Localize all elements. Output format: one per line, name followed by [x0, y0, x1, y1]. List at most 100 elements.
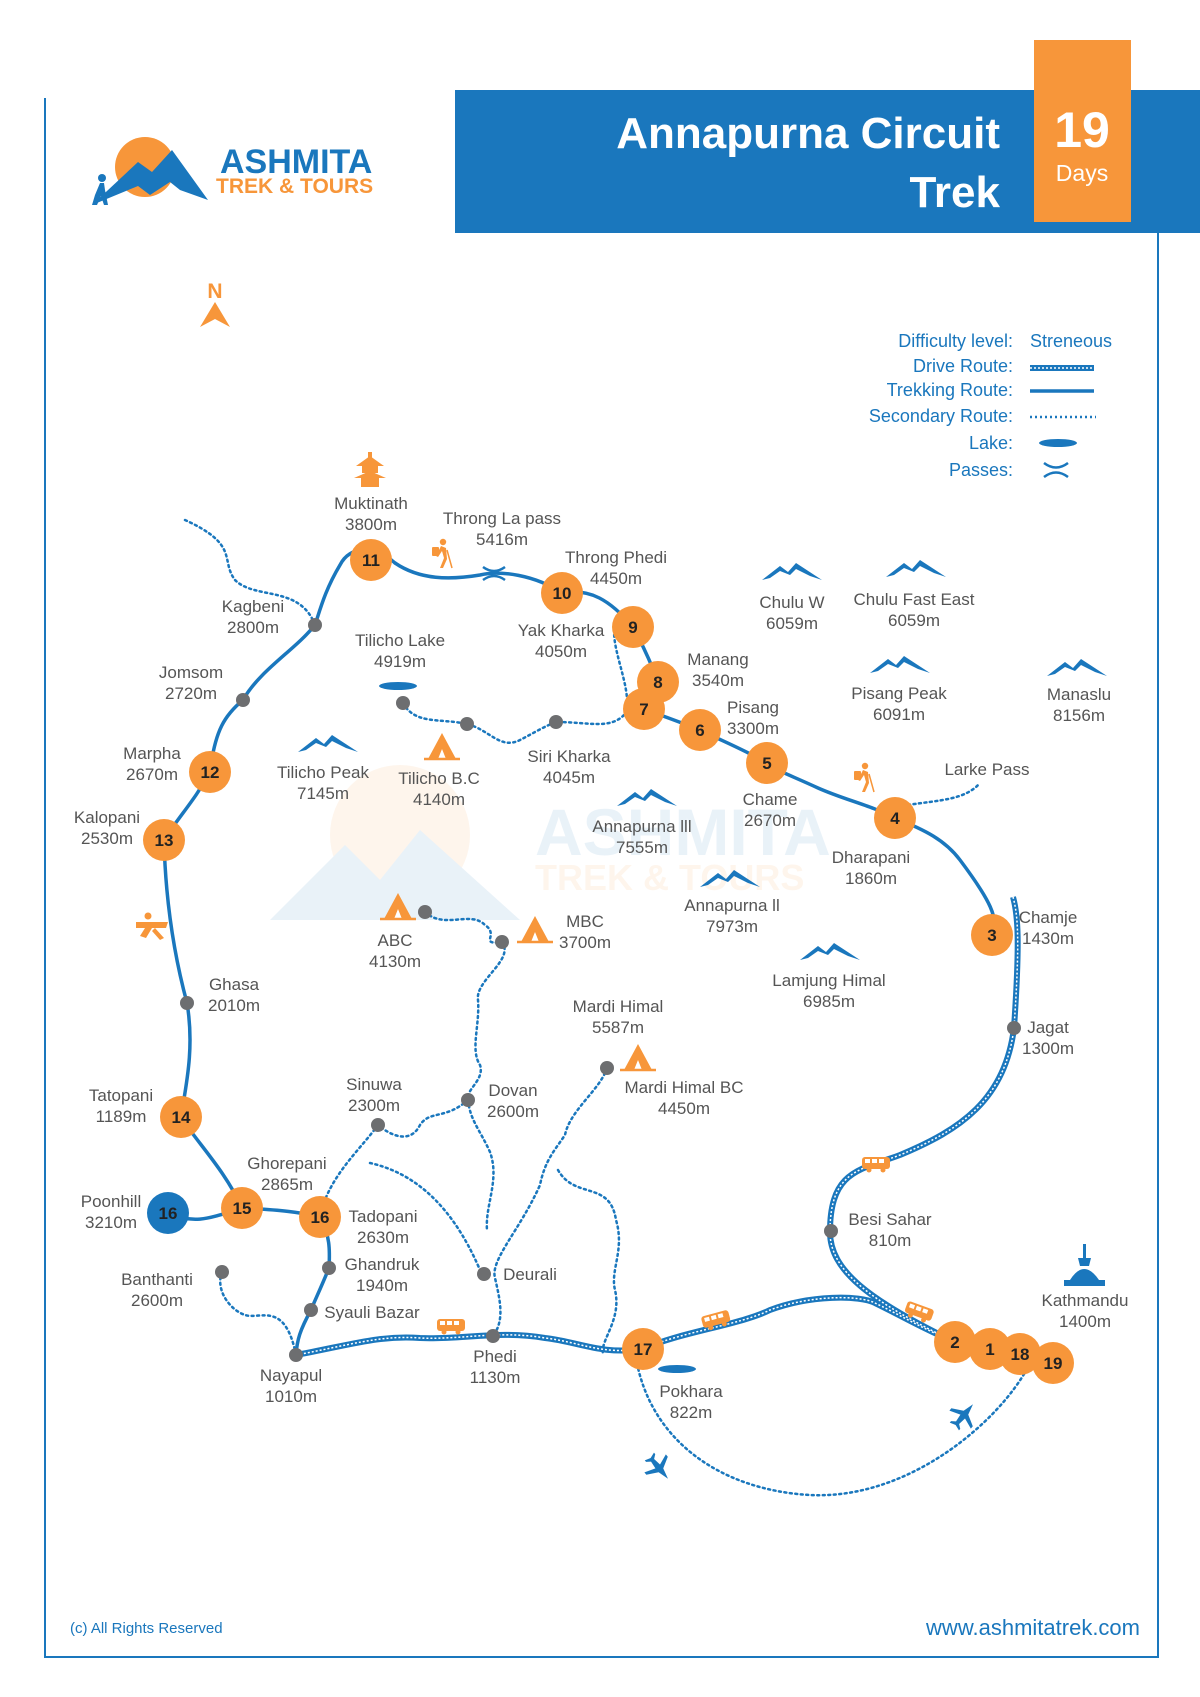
svg-text:1010m: 1010m: [265, 1387, 317, 1406]
map-icons: [136, 452, 1105, 1488]
svg-text:5587m: 5587m: [592, 1018, 644, 1037]
svg-text:13: 13: [155, 831, 174, 850]
stop-marker: 9: [612, 606, 654, 648]
stop-marker: 16: [147, 1192, 189, 1234]
tent-tilicho-bc-icon: [422, 731, 462, 761]
waypoint-nayapul: [289, 1348, 303, 1362]
place-label-kalopani: Kalopani 2530m: [74, 808, 140, 848]
svg-text:Jagat: Jagat: [1027, 1018, 1069, 1037]
place-label-larke-pass: Larke Pass: [944, 760, 1029, 779]
svg-text:2630m: 2630m: [357, 1228, 409, 1247]
svg-text:810m: 810m: [869, 1231, 912, 1250]
svg-text:8: 8: [653, 673, 662, 692]
svg-text:5: 5: [762, 754, 771, 773]
svg-text:Jomsom: Jomsom: [159, 663, 223, 682]
svg-text:2670m: 2670m: [744, 811, 796, 830]
stop-marker: 14: [160, 1096, 202, 1138]
svg-text:2300m: 2300m: [348, 1096, 400, 1115]
svg-text:Ghorepani: Ghorepani: [247, 1154, 326, 1173]
svg-text:1430m: 1430m: [1022, 929, 1074, 948]
svg-text:2600m: 2600m: [131, 1291, 183, 1310]
waypoint-ghandruk: [322, 1261, 336, 1275]
walker-icon: [136, 912, 168, 940]
svg-text:11: 11: [362, 551, 380, 570]
watermark-name: ASHMITA: [535, 795, 831, 869]
peak-manaslu-icon: [1047, 659, 1107, 676]
website-link[interactable]: www.ashmitatrek.com: [925, 1615, 1140, 1640]
svg-text:6985m: 6985m: [803, 992, 855, 1011]
svg-text:4130m: 4130m: [369, 952, 421, 971]
watermark: ASHMITA TREK & TOURS: [270, 765, 831, 920]
stupa-icon: [1064, 1244, 1105, 1286]
peak-chulu-fast-east-icon: [886, 560, 946, 577]
svg-text:6: 6: [695, 721, 704, 740]
svg-text:Dharapani: Dharapani: [832, 848, 910, 867]
svg-text:Ghandruk: Ghandruk: [345, 1255, 420, 1274]
stop-marker: 19: [1032, 1342, 1074, 1384]
svg-text:9: 9: [628, 618, 637, 637]
waypoint-jagat: [1007, 1021, 1021, 1035]
svg-text:2800m: 2800m: [227, 618, 279, 637]
stop-marker: 18: [999, 1333, 1041, 1375]
svg-text:5416m: 5416m: [476, 530, 528, 549]
plane-arrival-icon: [638, 1447, 679, 1488]
svg-text:1130m: 1130m: [470, 1368, 521, 1387]
stop-marker: 4: [874, 797, 916, 839]
drive-routes: [295, 896, 1021, 1358]
svg-text:Annapurna ll: Annapurna ll: [684, 896, 779, 915]
svg-text:Throng La pass: Throng La pass: [443, 509, 561, 528]
logo-mark-icon: [92, 137, 208, 205]
svg-text:1940m: 1940m: [356, 1276, 408, 1295]
north-arrow-icon: [200, 302, 230, 327]
svg-text:2865m: 2865m: [261, 1175, 313, 1194]
title-line1: Annapurna Circuit: [616, 109, 1000, 158]
svg-text:ABC: ABC: [378, 931, 413, 950]
svg-text:16: 16: [159, 1204, 178, 1223]
stop-marker: 16: [299, 1196, 341, 1238]
tilicho-lake-icon: [379, 682, 417, 690]
waypoint-sinuwa: [371, 1118, 385, 1132]
stop-markers: 11 10 9 8 7 6 5 4 3 12 13 14 15 16 16 17…: [143, 539, 1074, 1384]
legend-secondary-route: Secondary Route:: [869, 406, 1013, 426]
svg-text:Muktinath: Muktinath: [334, 494, 408, 513]
legend-drive-route: Drive Route:: [913, 356, 1013, 376]
svg-text:12: 12: [201, 763, 220, 782]
stop-marker: 10: [541, 572, 583, 614]
waypoint-tilicho-lake: [396, 696, 410, 710]
svg-text:4450m: 4450m: [658, 1099, 710, 1118]
svg-text:Kagbeni: Kagbeni: [222, 597, 284, 616]
days-number: 19: [1054, 102, 1110, 158]
svg-text:Poonhill: Poonhill: [81, 1192, 142, 1211]
place-label-phedi: Phedi 1130m: [470, 1347, 521, 1387]
svg-text:Kalopani: Kalopani: [74, 808, 140, 827]
waypoint-dovan: [461, 1093, 475, 1107]
svg-text:Tilicho Peak: Tilicho Peak: [277, 763, 369, 782]
svg-text:Throng Phedi: Throng Phedi: [565, 548, 667, 567]
svg-text:10: 10: [553, 584, 572, 603]
legend-passes: Passes:: [949, 460, 1013, 480]
svg-text:Phedi: Phedi: [473, 1347, 516, 1366]
waypoint-mardi-himal-bc: [600, 1061, 614, 1075]
svg-text:1300m: 1300m: [1022, 1039, 1074, 1058]
legend-difficulty-label: Difficulty level:: [898, 331, 1013, 351]
north-compass: N: [200, 280, 230, 327]
footer: (c) All Rights Reserved www.ashmitatrek.…: [70, 1615, 1140, 1640]
svg-text:2530m: 2530m: [81, 829, 133, 848]
